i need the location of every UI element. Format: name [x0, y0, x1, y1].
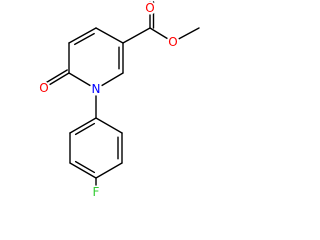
- ring-nitrogen-label-background: [89, 82, 103, 96]
- pyridone-oxygen-label: O: [39, 81, 48, 95]
- ester-ether-oxygen-label-background: [166, 35, 180, 49]
- bond-c6-ester: [122, 27, 151, 44]
- atom-label-layer: O O O N F: [37, 1, 180, 199]
- bond-a4-a5: [69, 162, 97, 179]
- fluorine-label-background: [89, 185, 103, 199]
- ester-ether-oxygen-label: O: [168, 35, 177, 49]
- double-bond-c5-c4: [74, 32, 95, 46]
- ester-carbonyl-oxygen-label: O: [145, 1, 154, 15]
- ring-nitrogen-label: N: [92, 82, 101, 96]
- bond-layer: [41, 1, 200, 197]
- bond-a3-a4: [95, 162, 123, 179]
- ester-carbonyl-oxygen-label-background: [143, 1, 157, 15]
- bond-c5-c4: [68, 27, 97, 44]
- double-bond-a6-a1: [74, 122, 96, 136]
- bond-c6-c5: [95, 27, 124, 44]
- double-bond-a4-a5: [74, 160, 96, 174]
- bond-a1-a2: [95, 117, 123, 134]
- fluorine-label: F: [93, 185, 100, 199]
- chemical-structure-diagram: O O O N F: [37, 1, 200, 199]
- pyridone-oxygen-label-background: [37, 81, 51, 95]
- bond-a6-a1: [69, 117, 97, 134]
